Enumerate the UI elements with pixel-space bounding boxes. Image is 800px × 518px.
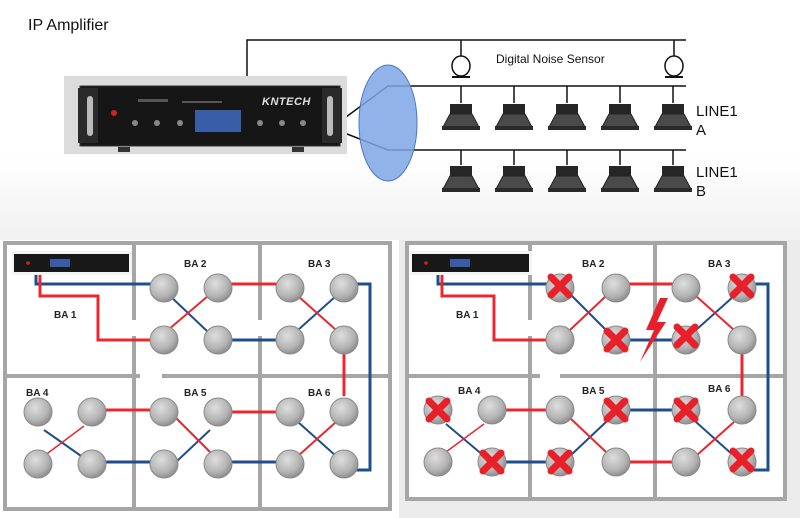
amp-brand: KNTECH	[262, 96, 311, 108]
noise-sensor	[664, 55, 684, 78]
room-label: BA 6	[308, 388, 331, 399]
room-label: BA 4	[26, 388, 49, 399]
horn-speakers-line-b	[441, 165, 693, 193]
line-b-name: LINE1	[696, 164, 738, 181]
line-a-label: LINE1 A	[696, 102, 738, 140]
page-title: IP Amplifier	[28, 17, 109, 34]
room-label: BA 3	[708, 259, 731, 270]
floor-plan-fault: BA 1 BA 2 BA 3 BA 4 BA 5 BA 6	[399, 240, 800, 518]
lightning-icon	[640, 298, 668, 362]
room-label: BA 5	[582, 386, 605, 397]
room-label: BA 3	[308, 259, 331, 270]
horn-speakers-line-a	[441, 103, 693, 131]
line-b-sub: B	[696, 183, 707, 200]
room-label: BA 6	[708, 384, 731, 395]
line-group-ellipse	[358, 64, 418, 182]
floor-plan-normal: BA 1 BA 2 BA 3 BA 4 BA 5 BA 6	[3, 241, 392, 511]
noise-sensor	[451, 55, 471, 78]
line-b-label: LINE1 B	[696, 163, 738, 201]
room-label: BA 1	[456, 310, 479, 321]
room-label: BA 1	[54, 310, 77, 321]
line-a-sub: A	[696, 122, 707, 139]
sensor-bus	[246, 39, 686, 90]
line-a-name: LINE1	[696, 103, 738, 120]
room-label: BA 2	[184, 259, 207, 270]
ip-amplifier	[64, 76, 347, 154]
room-label: BA 2	[582, 259, 605, 270]
sensor-label: Digital Noise Sensor	[496, 52, 605, 66]
room-label: BA 5	[184, 388, 207, 399]
room-label: BA 4	[458, 386, 481, 397]
